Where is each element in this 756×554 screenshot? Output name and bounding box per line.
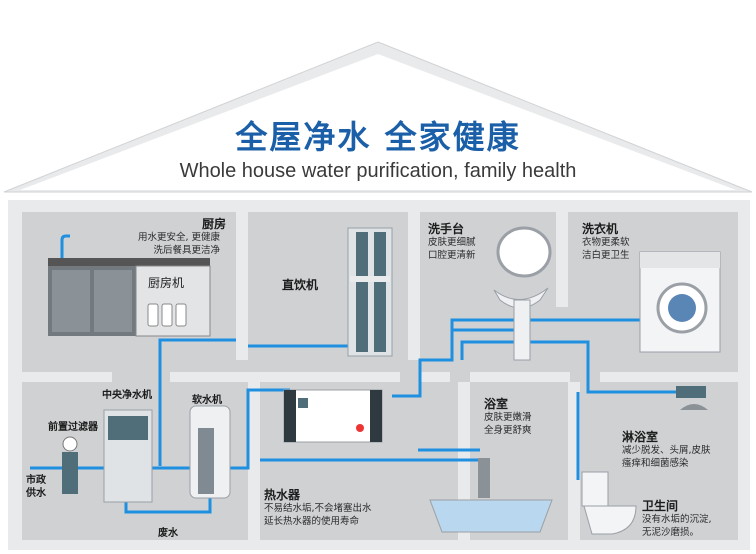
headline-cn: 全屋净水 全家健康 [235, 118, 521, 156]
municipal-label: 市政 供水 [26, 475, 46, 499]
water-heater-unit [283, 389, 383, 443]
bathroom-desc: 皮肤更嫩滑 全身更舒爽 [484, 412, 532, 436]
kitchen-title: 厨房 [202, 217, 227, 231]
kitchen-cabinet [48, 234, 211, 337]
basin-title: 洗手台 [428, 222, 465, 236]
toilet [581, 471, 637, 535]
bathtub [429, 458, 553, 533]
central-purifier-label: 中央净水机 [102, 390, 152, 401]
softener-unit [189, 405, 231, 499]
prefilter-label: 前置过滤器 [48, 422, 98, 433]
wash-basin [493, 226, 552, 361]
shower-desc: 减少脱发、头屑,皮肤 瘙痒和细菌感染 [622, 445, 711, 469]
waste-label: 废水 [158, 528, 178, 539]
headline-en: Whole house water purification, family h… [179, 160, 577, 182]
shower-title: 淋浴室 [622, 430, 659, 444]
washing-machine [639, 251, 721, 353]
heater-title: 热水器 [264, 488, 301, 502]
toilet-title: 卫生间 [642, 499, 679, 513]
direct-drink-machine [347, 227, 393, 357]
direct-drink-title: 直饮机 [282, 278, 319, 292]
washer-desc: 衣物更柔软 洁白更卫生 [582, 237, 630, 261]
toilet-desc: 没有水垢的沉淀, 无泥沙磨损。 [642, 514, 712, 538]
kitchen-appliance-label: 厨房机 [148, 276, 185, 290]
softener-label: 软水机 [192, 395, 222, 406]
shower-head [676, 386, 708, 410]
basin-desc: 皮肤更细腻 口腔更清新 [428, 237, 476, 261]
prefilter-unit [62, 436, 78, 494]
heater-desc: 不易结水垢,不会堵塞出水 延长热水器的使用寿命 [264, 503, 372, 527]
bathroom-title: 浴室 [484, 397, 509, 411]
washer-title: 洗衣机 [582, 222, 619, 236]
central-purifier-unit [103, 409, 153, 503]
roof-inner [20, 54, 736, 190]
kitchen-desc: 用水更安全, 更健康 洗后餐具更洁净 [138, 232, 221, 256]
